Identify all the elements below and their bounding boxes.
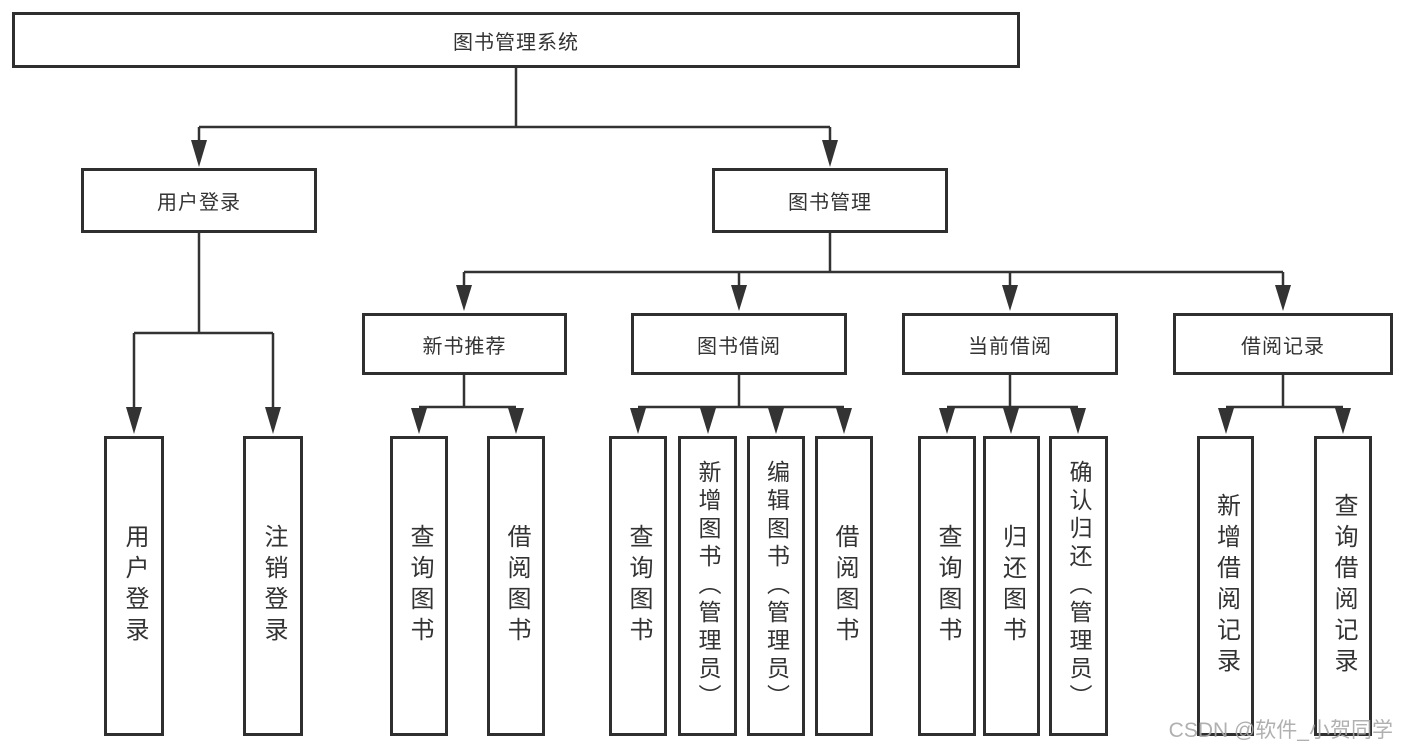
leaf-query-books-recommend-label: 查询图书 [406,524,433,648]
leaf-confirm-return-admin-label: 确认归还（管理员） [1066,460,1092,712]
node-current-borrow: 当前借阅 [902,313,1118,375]
leaf-borrow-books-recommend-label: 借阅图书 [503,524,530,648]
leaf-user-login: 用户登录 [104,436,164,736]
csdn-watermark: CSDN @软件_小贺同学 [1168,719,1393,742]
leaf-add-borrow-record-label: 新增借阅记录 [1212,493,1240,679]
leaf-return-books: 归还图书 [983,436,1040,736]
leaf-query-borrow-record: 查询借阅记录 [1314,436,1372,736]
leaf-add-books-admin-label: 新增图书（管理员） [695,460,721,712]
leaf-edit-books-admin: 编辑图书（管理员） [747,436,805,736]
leaf-borrow-books: 借阅图书 [815,436,873,736]
leaf-user-login-label: 用户登录 [121,524,148,648]
node-new-book-recommend: 新书推荐 [362,313,567,375]
node-new-book-recommend-label: 新书推荐 [422,335,507,358]
leaf-add-books-admin: 新增图书（管理员） [678,436,737,736]
node-book-management-label: 图书管理 [788,192,872,214]
leaf-query-books-borrow: 查询图书 [609,436,667,736]
leaf-edit-books-admin-label: 编辑图书（管理员） [763,460,790,712]
leaf-borrow-books-recommend: 借阅图书 [487,436,545,736]
node-book-borrow: 图书借阅 [631,313,847,375]
node-book-borrow-label: 图书借阅 [697,335,781,358]
node-user-login-label: 用户登录 [157,192,241,214]
leaf-query-borrow-record-label: 查询借阅记录 [1330,493,1357,679]
node-book-management: 图书管理 [712,168,948,233]
leaf-query-books-borrow-label: 查询图书 [625,524,652,648]
connector-arrowheads [126,140,1351,434]
node-current-borrow-label: 当前借阅 [968,335,1052,358]
leaf-borrow-books-label: 借阅图书 [831,524,858,648]
leaf-query-books-current-label: 查询图书 [934,524,961,648]
node-library-management-system: 图书管理系统 [12,12,1020,68]
leaf-confirm-return-admin: 确认归还（管理员） [1049,436,1108,736]
leaf-logout-label: 注销登录 [260,524,287,648]
connector-lines [132,68,1343,409]
node-library-management-system-label: 图书管理系统 [453,31,579,54]
node-borrow-records-label: 借阅记录 [1241,335,1325,358]
node-borrow-records: 借阅记录 [1173,313,1393,375]
node-user-login: 用户登录 [81,168,317,233]
leaf-query-books-current: 查询图书 [918,436,976,736]
leaf-return-books-label: 归还图书 [998,524,1026,648]
leaf-query-books-recommend: 查询图书 [390,436,448,736]
leaf-logout: 注销登录 [243,436,303,736]
leaf-add-borrow-record: 新增借阅记录 [1197,436,1254,736]
